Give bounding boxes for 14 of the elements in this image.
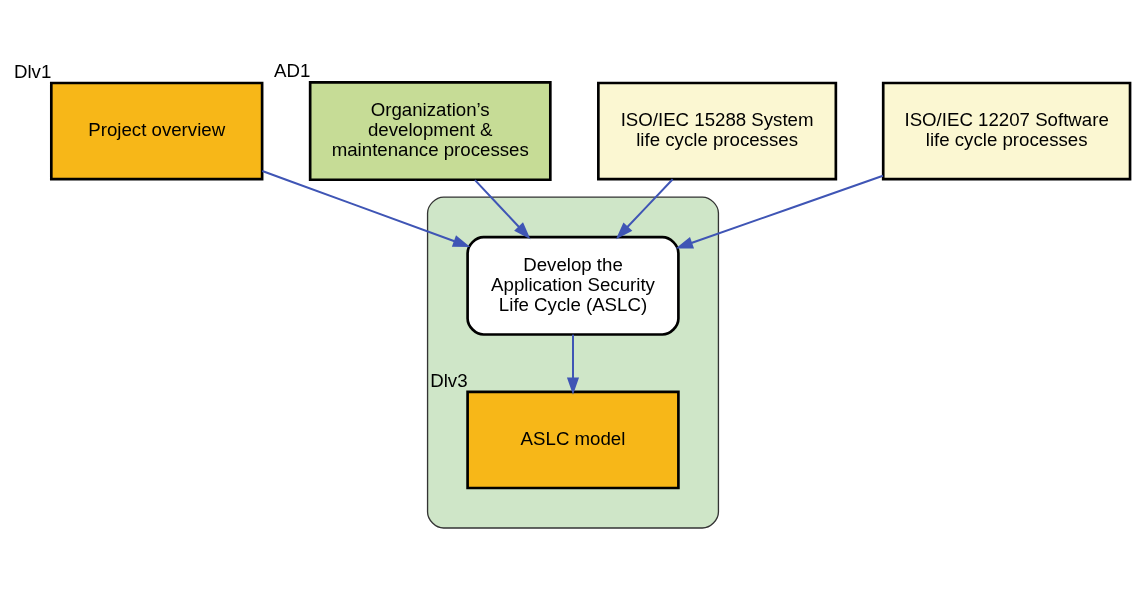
node-box: Organization’s development & maintenance processes — [308, 81, 552, 182]
node-label: Dlv3 — [430, 369, 468, 391]
node-box: ASLC model — [466, 390, 680, 490]
node-label: Dlv1 — [13, 60, 52, 82]
cluster — [426, 196, 720, 529]
node-box: ISO/IEC 15288 System life cycle processes — [597, 81, 838, 181]
node-box: ISO/IEC 12207 Software life cycle processes — [881, 81, 1132, 181]
arrow — [566, 333, 580, 395]
node-box: Project overview — [49, 81, 264, 181]
node-box: Develop the Application Security Life Cycle (ASLC) — [466, 235, 680, 336]
arrow — [261, 170, 471, 247]
arrow — [675, 174, 884, 249]
arrow — [474, 179, 531, 240]
node-label: AD1 — [273, 60, 311, 82]
